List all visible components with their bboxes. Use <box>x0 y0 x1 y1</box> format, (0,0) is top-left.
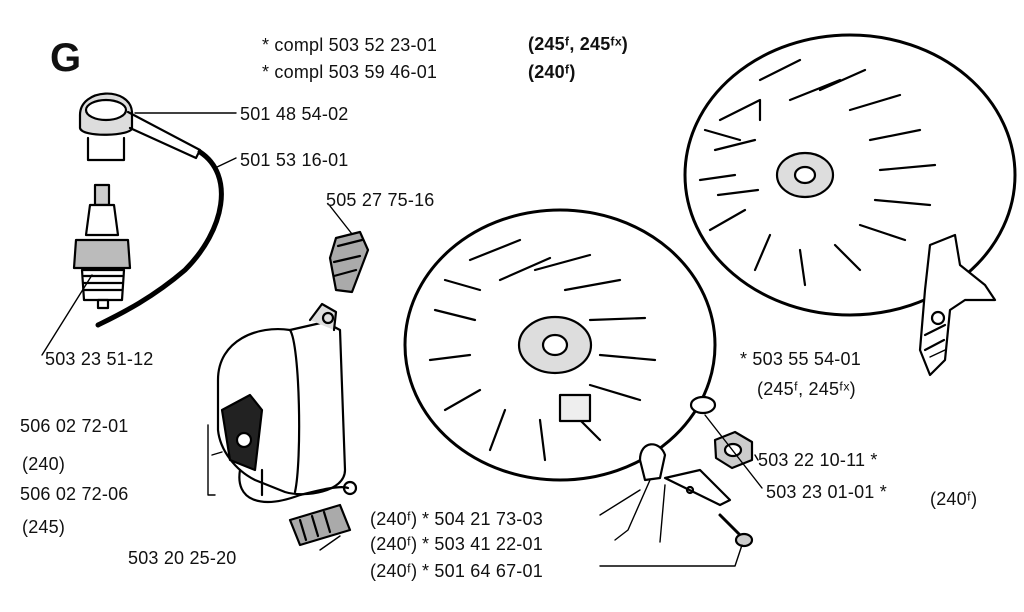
flywheel-pawl-drawing <box>918 233 997 377</box>
callout-pawl-screw-model: (240ᶠ) <box>370 561 418 581</box>
callout-pawl-model: (240ᶠ) <box>370 534 418 554</box>
callout-pawl-part: * 503 41 22-01 <box>422 534 543 554</box>
callout-pawl-spring-part: * 504 21 73-03 <box>422 509 543 529</box>
callout-ignition-cable: 501 53 16-01 <box>240 150 349 170</box>
callout-flywheel-pawl-models: (245ᶠ, 245ᶠˣ) <box>757 379 856 399</box>
spark-plug-drawing <box>72 183 132 310</box>
callout-ignition-module-245: 506 02 72-06 <box>20 484 129 504</box>
callout-flywheel-washer: 503 23 01-01 * <box>766 482 887 502</box>
callout-flywheel-washer-model: (240ᶠ) <box>930 489 978 509</box>
callout-flywheel-pawl: * 503 55 54-01 <box>740 349 861 369</box>
callout-flywheel-nut: 503 22 10-11 * <box>758 450 878 470</box>
header-models-line-1: (245ᶠ, 245ᶠˣ) <box>528 34 628 54</box>
callout-ignition-module-240: 506 02 72-01 <box>20 416 129 436</box>
callout-ignition-module-240-model: (240) <box>22 454 66 474</box>
leader-lines <box>41 112 946 567</box>
header-part-line-2: * compl 503 59 46-01 <box>262 62 438 82</box>
callout-module-screw: 503 20 25-20 <box>128 548 237 568</box>
ignition-module-drawing <box>216 302 347 497</box>
section-letter: G <box>50 36 82 80</box>
callout-spark-plug-cap: 501 48 54-02 <box>240 104 349 124</box>
spark-plug-cap-drawing <box>78 92 202 162</box>
pawl-drawing <box>638 443 754 548</box>
ignition-cable-drawing <box>95 149 224 328</box>
nut-drawing <box>713 430 754 470</box>
callout-ignition-module-245-model: (245) <box>22 517 66 537</box>
washer-drawing <box>689 395 717 415</box>
cable-terminal-drawing <box>328 230 370 294</box>
callout-pawl-screw-part: * 501 64 67-01 <box>422 561 543 581</box>
callout-pawl-spring-model: (240ᶠ) <box>370 509 418 529</box>
flywheel-front-drawing <box>403 208 717 482</box>
module-screw-drawing <box>238 468 358 547</box>
callout-cable-terminal: 505 27 75-16 <box>326 190 435 210</box>
header-part-line-1: * compl 503 52 23-01 <box>262 35 438 55</box>
header-models-line-2: (240ᶠ) <box>528 62 576 82</box>
callout-spark-plug: 503 23 51-12 <box>45 349 154 369</box>
